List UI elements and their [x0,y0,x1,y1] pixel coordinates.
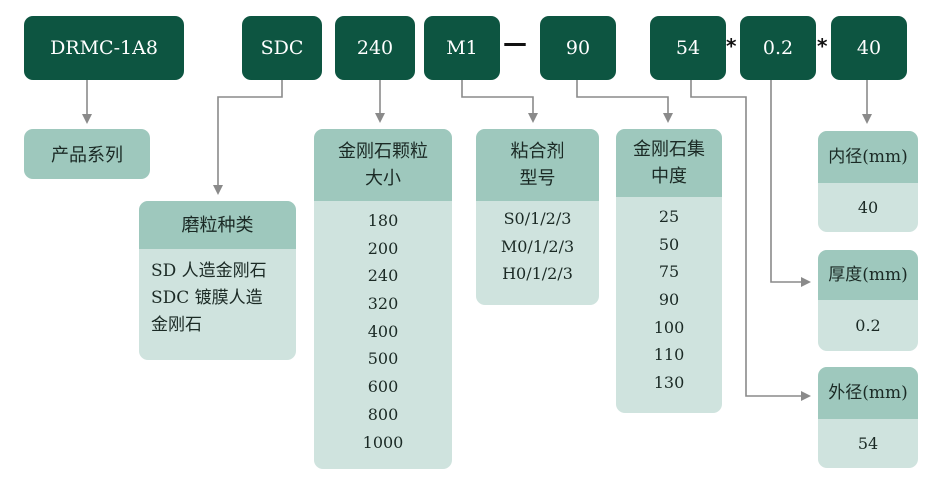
grit-value: 200 [367,238,399,258]
code-grit: 240 [335,16,415,80]
thickness-value: 0.2 [855,316,881,335]
grit-panel: 金刚石颗粒 大小 180 200 240 320 400 500 600 800… [314,129,452,469]
grit-value: 320 [367,294,399,314]
grit-value: 400 [367,321,399,341]
abrasive-line: SDC 镀膜人造 [151,288,263,308]
bond-list: S0/1/2/3 M0/1/2/3 H0/1/2/3 [476,201,599,288]
connector-concentration [576,80,673,123]
concentration-value: 75 [658,262,680,282]
outer-diameter-title: 外径(mm) [818,367,918,419]
connector-thickness [770,80,811,287]
thickness-panel: 厚度(mm) 0.2 [818,250,918,351]
concentration-value: 110 [653,345,685,365]
bond-value: S0/1/2/3 [503,209,572,228]
code-inner-diameter: 40 [831,16,907,80]
dash-separator: — [503,29,527,57]
code-abrasive: SDC [242,16,322,80]
concentration-title-line: 金刚石集 [633,139,705,160]
abrasive-line: SD 人造金刚石 [151,261,267,281]
bond-title-line: 粘合剂 [510,141,565,162]
grit-value: 600 [367,377,399,397]
code-thickness: 0.2 [740,16,816,80]
bond-title-line: 型号 [519,168,556,189]
abrasive-title: 磨粒种类 [139,201,296,249]
inner-diameter-title: 内径(mm) [818,131,918,183]
code-bond: M1 [424,16,500,80]
bond-value: M0/1/2/3 [500,236,575,256]
concentration-value: 100 [653,317,685,337]
bond-panel: 粘合剂 型号 S0/1/2/3 M0/1/2/3 H0/1/2/3 [476,129,599,305]
grit-value: 800 [367,404,399,424]
inner-diameter-panel: 内径(mm) 40 [818,131,918,232]
grit-title-line: 大小 [365,168,401,189]
series-label: 产品系列 [24,129,150,179]
outer-diameter-panel: 外径(mm) 54 [818,367,918,468]
grit-title: 金刚石颗粒 大小 [314,129,452,201]
grit-list: 180 200 240 320 400 500 600 800 1000 [314,201,452,456]
abrasive-line: 金刚石 [151,315,202,335]
grit-value: 180 [367,211,399,230]
concentration-panel: 金刚石集 中度 25 50 75 90 100 110 130 [616,129,722,413]
concentration-value: 50 [658,234,680,254]
grit-title-line: 金刚石颗粒 [338,141,428,162]
concentration-title: 金刚石集 中度 [616,129,722,197]
thickness-title: 厚度(mm) [818,250,918,300]
times-separator-2: * [817,34,828,58]
code-model: DRMC-1A8 [24,16,184,80]
code-outer-diameter: 54 [650,16,726,80]
connector-outer [690,80,811,401]
concentration-list: 25 50 75 90 100 110 130 [616,197,722,397]
concentration-value: 90 [658,290,680,310]
grit-value: 1000 [362,432,404,452]
grit-value: 500 [367,349,399,369]
connector-abrasive [213,80,283,195]
concentration-value: 130 [653,373,685,393]
code-concentration: 90 [540,16,616,80]
bond-title: 粘合剂 型号 [476,129,599,201]
inner-diameter-value: 40 [857,198,879,217]
abrasive-body: SD 人造金刚石 SDC 镀膜人造 金刚石 [139,249,296,339]
concentration-value: 25 [658,207,680,226]
grit-value: 240 [367,266,399,286]
abrasive-panel: 磨粒种类 SD 人造金刚石 SDC 镀膜人造 金刚石 [139,201,296,360]
connector-bond [461,80,538,123]
bond-value: H0/1/2/3 [502,264,573,284]
times-separator-1: * [726,34,737,58]
concentration-title-line: 中度 [651,166,687,187]
outer-diameter-value: 54 [857,434,879,453]
